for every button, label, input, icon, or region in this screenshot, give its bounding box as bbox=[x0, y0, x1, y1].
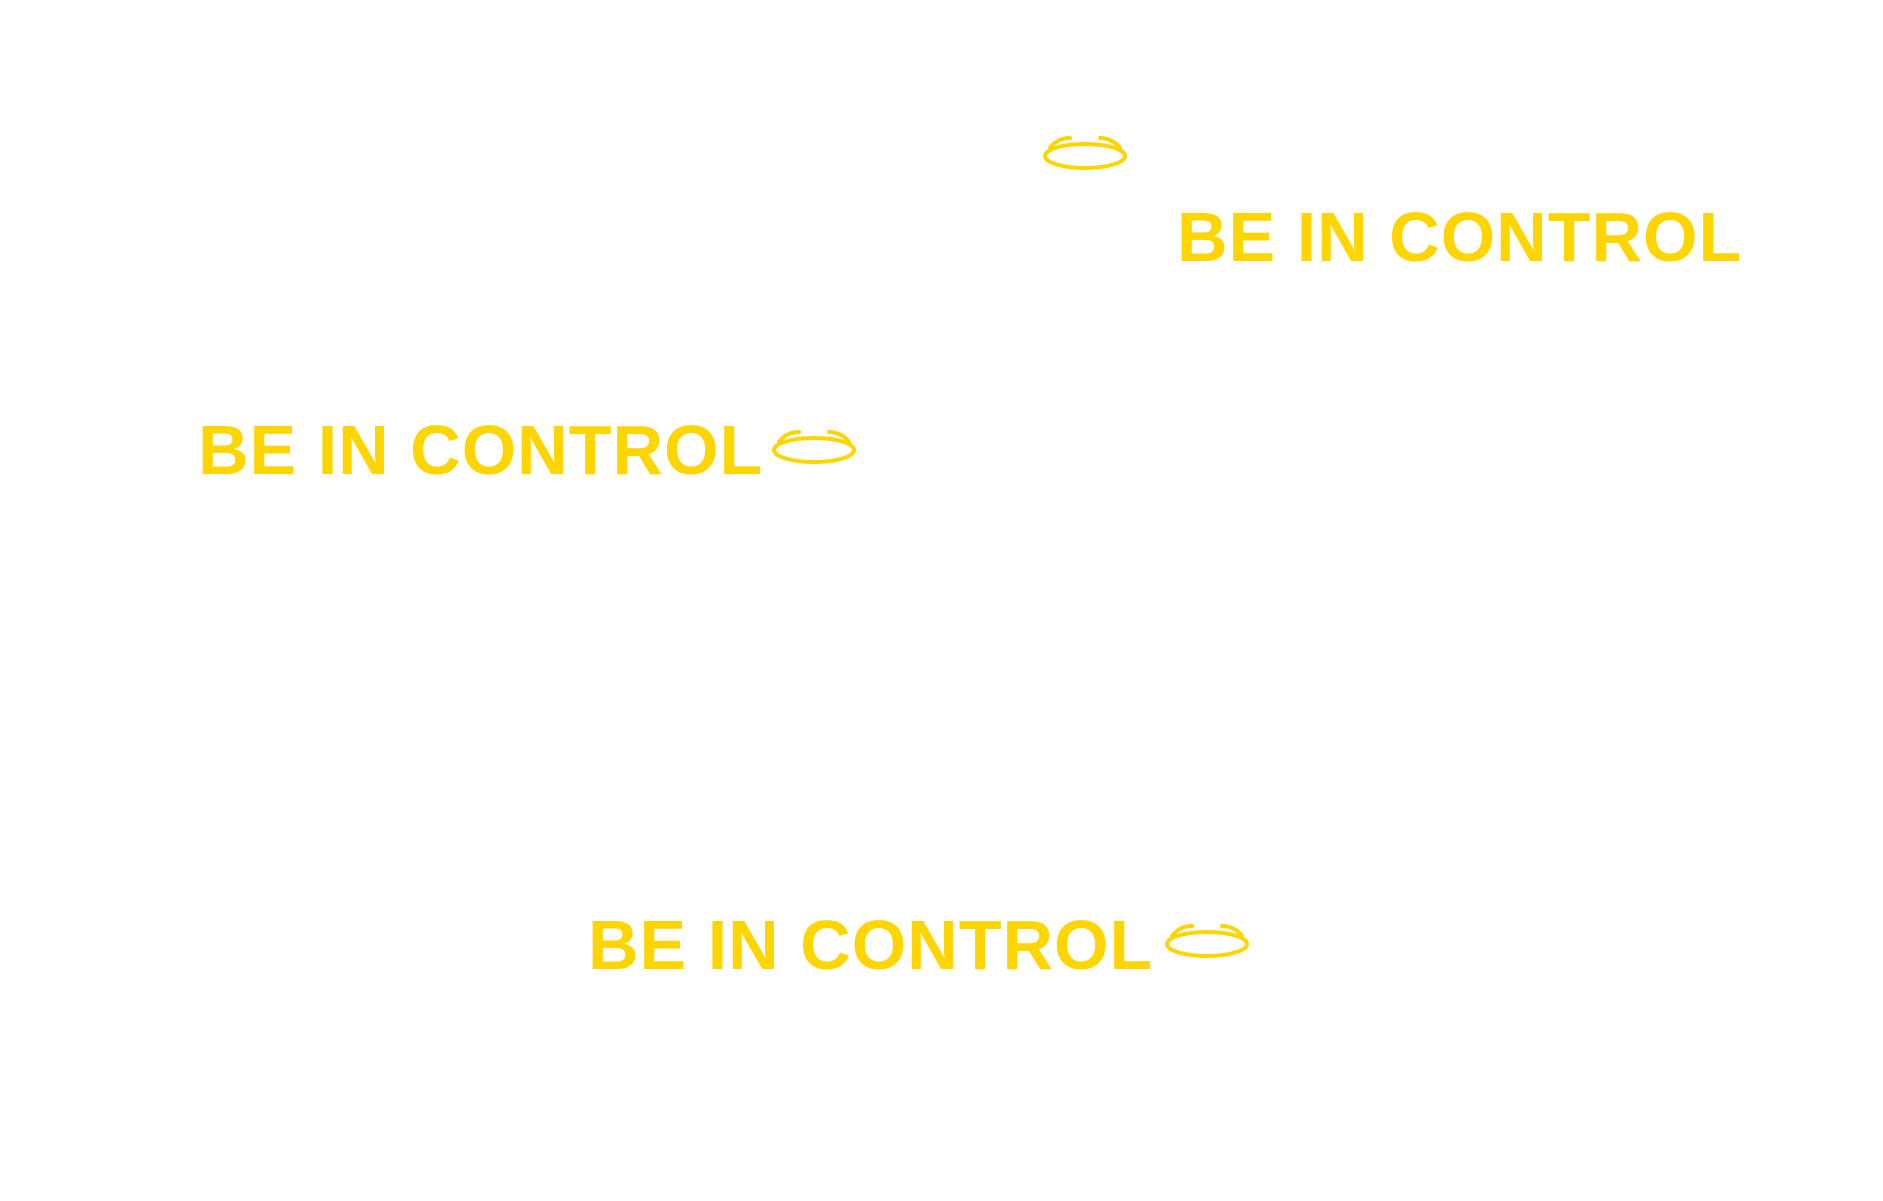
ring-swirl-icon bbox=[1043, 136, 1127, 170]
tagline-be-in-control: BE IN CONTROL bbox=[588, 906, 1154, 984]
tagline-be-in-control: BE IN CONTROL bbox=[1177, 198, 1743, 276]
ring-swirl-icon bbox=[772, 430, 856, 464]
ring-swirl-icon bbox=[1165, 924, 1249, 958]
tagline-be-in-control: BE IN CONTROL bbox=[198, 411, 764, 489]
